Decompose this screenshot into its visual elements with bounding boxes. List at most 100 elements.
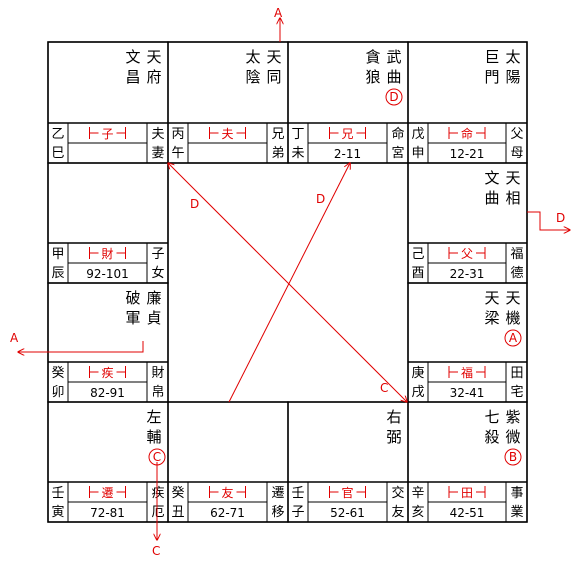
palace-name-1: 命 [391, 126, 404, 142]
mark-label: B [509, 450, 517, 464]
star-char: 紫 [505, 408, 520, 426]
palace-name-1: 田 [510, 366, 523, 381]
palace-stem: 庚 [411, 365, 424, 381]
palace-role: 官 [341, 485, 353, 500]
arrow-label-a-left: A [10, 331, 19, 345]
palace-name-2: 宮 [391, 145, 404, 161]
star-char: 貞 [146, 309, 161, 327]
palace-name-1: 夫 [151, 127, 164, 142]
palace-branch: 亥 [411, 505, 424, 520]
palace-branch: 申 [411, 146, 424, 161]
mark-B: B [504, 448, 522, 466]
arrow-label-d-inner-2: D [316, 192, 325, 206]
palace-role: 兄 [341, 127, 353, 141]
palace-branch: 子 [291, 505, 304, 520]
arrow-label-c-inner: C [380, 381, 388, 395]
palace-name-2: 帛 [151, 384, 164, 400]
arrow-line-a-left [18, 341, 144, 352]
star-char: 昌 [125, 68, 140, 86]
palace-role-tag: 官 [329, 485, 366, 500]
palace-name-2: 女 [151, 265, 164, 281]
palace-branch: 巳 [51, 146, 64, 161]
palace-name-2: 移 [271, 505, 284, 520]
palace-role-tag: 遷 [89, 486, 126, 500]
palace-role-tag: 子 [89, 127, 126, 141]
palace-range: 92-101 [86, 267, 129, 281]
palace-border [167, 401, 289, 523]
palace-role-tag: 福 [448, 365, 486, 380]
star-char: 右 [386, 408, 401, 426]
star-char: 府 [146, 68, 161, 86]
palace-name-2: 厄 [151, 505, 164, 520]
arrow-line-d-right [527, 211, 570, 230]
star-char: 太 [245, 48, 260, 66]
palace-role: 田 [461, 486, 473, 500]
palace-role: 友 [221, 486, 233, 500]
palace-name-2: 宅 [510, 385, 523, 400]
star-char: 太 [505, 48, 520, 66]
palace-name-1: 兄 [271, 127, 284, 142]
palace-range: 42-51 [450, 506, 485, 520]
palace-stem: 丙 [171, 127, 184, 142]
star-char: 文 [125, 48, 140, 66]
arrow-line-d-2 [168, 163, 407, 402]
arrow-label-d-inner-1: D [190, 197, 199, 211]
palace-branch: 寅 [51, 504, 64, 520]
palace-role-tag: 友 [209, 486, 246, 500]
star-char: 機 [505, 309, 520, 327]
palace-role-tag: 疾 [89, 365, 126, 380]
star-char: 曲 [484, 189, 499, 207]
palace-name-1: 子 [151, 247, 164, 262]
palace-name-1: 交 [391, 485, 404, 501]
star-char: 狼 [365, 68, 380, 86]
palace-name-2: 友 [391, 504, 404, 520]
palace-stem: 癸 [171, 486, 184, 501]
star-char: 天 [266, 48, 281, 66]
mark-label: D [389, 90, 398, 104]
star-char: 曲 [386, 68, 401, 86]
palace-name-2: 弟 [271, 146, 284, 161]
arrow-label-c-bottom: C [152, 544, 160, 558]
palace-role: 疾 [101, 365, 113, 380]
palace-name-1: 事 [510, 486, 523, 501]
palace-stem: 乙 [51, 127, 64, 142]
mark-D: D [385, 88, 403, 106]
palace-name-2: 妻 [151, 146, 164, 161]
palace-name-1: 疾 [151, 486, 164, 501]
transform-arrows: A A D C D D C [10, 6, 570, 558]
mark-label: A [509, 331, 518, 345]
arrow-label-a-top: A [274, 6, 283, 20]
palace-stem: 辛 [411, 486, 424, 501]
star-char: 七 [484, 408, 499, 426]
palace-stem: 癸 [51, 366, 64, 381]
star-char: 梁 [484, 309, 499, 327]
palace-role-tag: 兄 [329, 127, 366, 141]
palace-role-tag: 夫 [209, 127, 246, 141]
palace-role: 夫 [221, 127, 233, 141]
palace-role-tag: 田 [448, 486, 486, 500]
palace-branch: 未 [291, 146, 304, 161]
palace-stem: 己 [411, 247, 424, 262]
star-char: 弼 [386, 428, 401, 446]
palace-border [47, 162, 169, 284]
palace-role: 父 [461, 247, 473, 261]
palace-role: 子 [101, 127, 113, 141]
palace-range: 62-71 [210, 506, 245, 520]
palace-role: 財 [101, 246, 113, 261]
star-char: 輔 [146, 428, 161, 446]
star-char: 貪 [365, 48, 380, 66]
star-char: 廉 [146, 289, 161, 307]
palace-role: 遷 [101, 486, 113, 500]
star-char: 武 [386, 48, 401, 66]
palace-name-2: 業 [510, 504, 523, 520]
palace-stem: 丁 [291, 127, 304, 142]
